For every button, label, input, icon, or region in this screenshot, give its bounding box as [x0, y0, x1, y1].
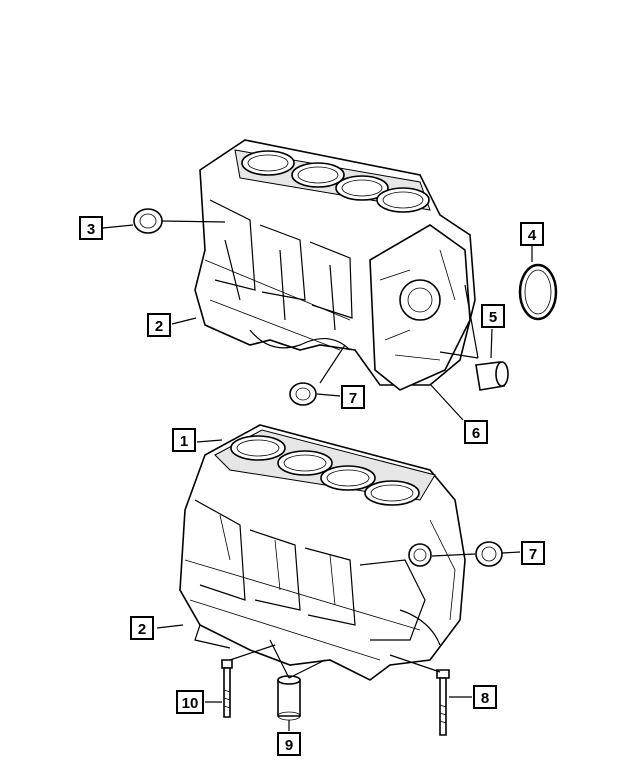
callout-8-label: 8 [481, 690, 489, 707]
leader-lines [102, 224, 533, 731]
cup-plug-7-upper [289, 382, 317, 406]
callout-7-lower-label: 7 [529, 546, 537, 563]
callout-2-lower-label: 2 [138, 621, 146, 638]
callout-2-upper: 2 [147, 313, 171, 337]
callout-6: 6 [464, 420, 488, 444]
dowel-5 [475, 361, 509, 391]
cup-plug-7-lower [475, 541, 503, 567]
callout-7-upper: 7 [341, 385, 365, 409]
callout-9-label: 9 [285, 737, 293, 754]
upper-engine-block [194, 139, 476, 391]
callout-7-lower: 7 [521, 541, 545, 565]
callout-9: 9 [277, 732, 301, 756]
callout-3-label: 3 [87, 221, 95, 238]
callout-1: 1 [172, 428, 196, 452]
callout-2-upper-label: 2 [155, 318, 163, 335]
callout-5: 5 [481, 304, 505, 328]
callout-2-lower: 2 [130, 616, 154, 640]
bolt-10 [221, 659, 233, 718]
cup-plug-3 [133, 208, 226, 234]
lower-engine-block [179, 424, 466, 681]
callout-4: 4 [520, 222, 544, 246]
seal-ring-4 [518, 263, 558, 321]
dowel-9 [277, 675, 301, 721]
callout-6-label: 6 [472, 425, 480, 442]
bolt-8 [436, 669, 450, 736]
callout-7-upper-label: 7 [349, 390, 357, 407]
callout-4-label: 4 [528, 227, 537, 244]
callout-1-label: 1 [180, 433, 188, 450]
callout-10: 10 [176, 690, 204, 714]
callout-8: 8 [473, 685, 497, 709]
callout-10-label: 10 [182, 695, 199, 712]
callout-5-label: 5 [489, 309, 497, 326]
callout-3: 3 [79, 216, 103, 240]
